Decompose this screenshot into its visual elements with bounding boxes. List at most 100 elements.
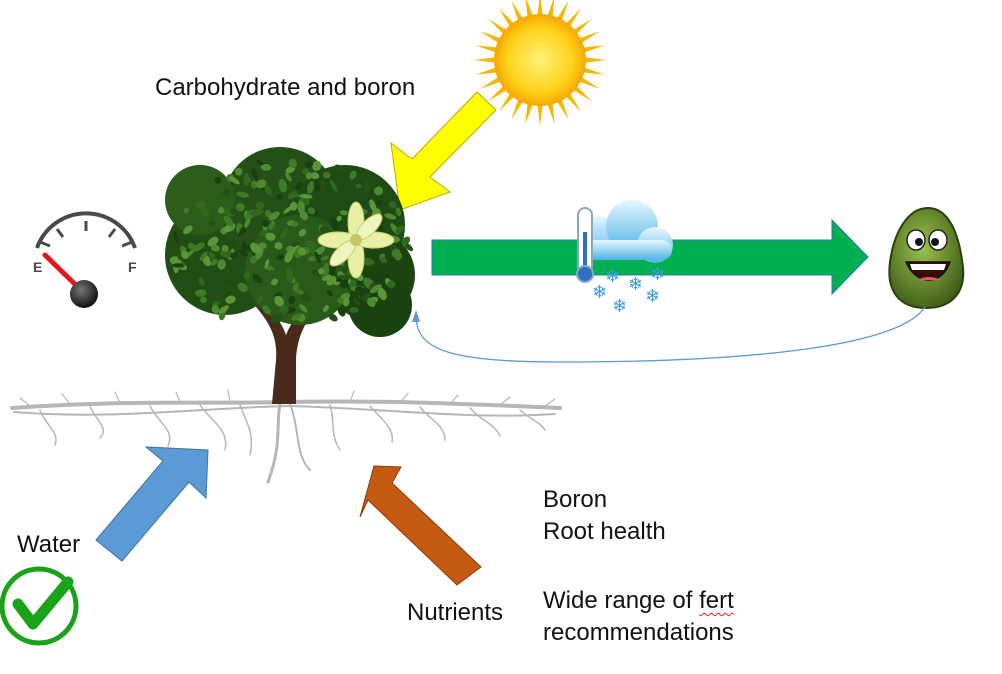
leaf <box>321 255 329 261</box>
svg-text:❄: ❄ <box>605 266 620 287</box>
water-label: Water <box>17 531 81 558</box>
leaf <box>199 251 208 261</box>
leaf <box>217 259 226 270</box>
leaf <box>237 282 248 293</box>
leaf <box>211 304 220 314</box>
leaf <box>387 280 396 289</box>
leaf <box>262 305 271 315</box>
leaf <box>268 211 280 221</box>
leaf <box>226 284 234 292</box>
leaf <box>235 267 245 276</box>
leaf <box>301 211 308 221</box>
leaf <box>187 242 196 250</box>
fuel-gauge-icon: E F <box>33 211 137 308</box>
water-arrow <box>95 446 209 562</box>
leaf <box>330 217 339 231</box>
leaf <box>299 194 313 199</box>
nutrient-arrow <box>359 465 482 586</box>
leaf <box>404 242 414 252</box>
tree-icon <box>165 147 415 337</box>
gauge-empty-mark: E <box>33 259 42 275</box>
leaf <box>370 284 382 294</box>
svg-text:❄: ❄ <box>612 296 627 317</box>
leaf <box>311 172 320 180</box>
leaf <box>192 242 205 252</box>
leaf <box>380 257 387 264</box>
leaf <box>207 236 219 247</box>
sun-ray <box>511 0 524 22</box>
sun-ray <box>511 98 524 120</box>
leaf <box>376 199 383 207</box>
leaf <box>260 163 272 171</box>
svg-text:❄: ❄ <box>592 282 607 303</box>
leaf <box>261 219 269 227</box>
checkmark-icon <box>0 566 79 646</box>
leaf <box>319 226 332 235</box>
sun-ray <box>480 31 502 44</box>
leaf <box>291 313 302 321</box>
sun-ray <box>474 57 497 63</box>
leaf <box>274 292 283 298</box>
leaf <box>285 166 296 174</box>
leaf <box>234 167 243 176</box>
leaf <box>210 258 218 266</box>
sun-ray <box>556 98 569 120</box>
leaf <box>317 268 325 275</box>
leaf <box>389 201 397 209</box>
leaf <box>208 251 215 260</box>
svg-text:❄: ❄ <box>628 274 643 295</box>
sun-arrow <box>390 91 497 211</box>
leaf <box>320 179 326 193</box>
fert-recommendations-line2: recommendations <box>543 619 734 646</box>
leaf <box>210 244 220 252</box>
sun-ray <box>498 8 515 28</box>
leaf <box>290 240 299 248</box>
sun-ray <box>537 103 543 126</box>
leaf <box>384 213 397 220</box>
leaf <box>259 230 268 237</box>
leaf <box>366 297 376 308</box>
sun-ray <box>583 57 606 63</box>
leaf <box>314 251 321 264</box>
leaf <box>377 287 387 301</box>
leaf <box>249 209 264 216</box>
leaf <box>298 247 306 256</box>
leaf <box>329 179 338 192</box>
leaf <box>265 232 276 241</box>
leaf <box>285 245 293 252</box>
leaf <box>266 175 275 182</box>
leaf <box>183 207 190 214</box>
sun-ray <box>498 92 515 112</box>
leaf <box>268 220 276 230</box>
leaf <box>280 227 288 240</box>
leaf <box>183 225 193 235</box>
leaf <box>251 168 259 181</box>
feedback-arrow <box>415 306 926 363</box>
sun-ray <box>475 45 498 53</box>
leaf <box>299 304 308 313</box>
leaf <box>276 194 283 201</box>
leaf <box>270 314 283 324</box>
fert-prefix: Wide range of <box>543 587 700 614</box>
leaf <box>292 282 299 292</box>
leaf <box>305 161 313 169</box>
leaf <box>235 202 245 212</box>
leaf <box>173 231 179 245</box>
sun-ray <box>572 18 592 35</box>
leaf <box>339 210 348 216</box>
leaf <box>302 167 309 175</box>
sun-ray <box>565 92 582 112</box>
leaf <box>264 210 272 218</box>
leaf <box>278 178 288 193</box>
leaf <box>194 289 207 297</box>
leaf <box>288 295 296 305</box>
fert-word: fert <box>699 587 734 614</box>
leaf <box>229 176 240 185</box>
leaf <box>394 252 403 261</box>
flower-icon <box>317 201 395 279</box>
root-health-label: Root health <box>543 518 666 545</box>
leaf <box>307 207 316 215</box>
leaf <box>221 244 229 252</box>
leaf <box>223 215 234 227</box>
